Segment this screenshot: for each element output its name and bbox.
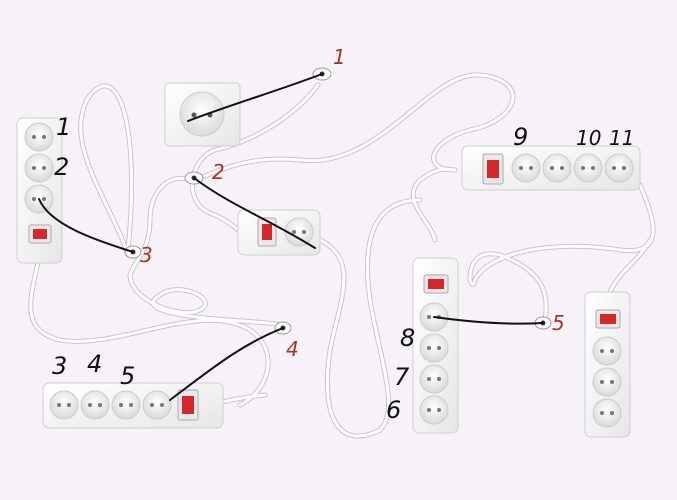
socket-icon <box>592 398 622 428</box>
socket-number-9: 9 <box>513 123 528 151</box>
socket-icon <box>419 395 449 425</box>
socket-icon <box>284 217 314 247</box>
plug-number-1: 1 <box>333 45 346 69</box>
socket-icon <box>80 390 110 420</box>
socket-icon <box>419 364 449 394</box>
line-plug4-to-switch <box>169 327 284 401</box>
strip-top-right <box>461 145 641 191</box>
socket-icon <box>592 336 622 366</box>
power-switch-icon <box>28 224 52 244</box>
drawn-connection-lines <box>38 73 544 401</box>
socket-number-4: 4 <box>87 350 102 378</box>
power-switch-icon <box>423 274 449 294</box>
line-socket3-to-plug3 <box>38 198 134 253</box>
socket-icon <box>419 333 449 363</box>
strip-right-vertical <box>584 291 631 438</box>
socket-icon <box>542 153 572 183</box>
socket-number-1: 1 <box>56 113 71 141</box>
power-switch-icon <box>257 217 277 247</box>
socket-number-3: 3 <box>52 352 67 380</box>
wall-outlet-icon <box>164 82 241 147</box>
strip-center-vertical <box>412 257 459 434</box>
strip-small-center <box>237 209 321 256</box>
socket-number-11: 11 <box>609 126 634 150</box>
socket-number-10: 10 <box>576 126 601 150</box>
cables <box>28 72 656 439</box>
socket-number-5: 5 <box>120 362 135 390</box>
plug-number-2: 2 <box>212 160 225 184</box>
plug-number-labels: 1 2 3 4 5 <box>140 45 565 361</box>
plug-number-4: 4 <box>286 337 299 361</box>
socket-icon <box>142 390 172 420</box>
socket-icon <box>24 153 54 183</box>
power-switch-icon <box>595 309 621 329</box>
socket-icon <box>604 153 634 183</box>
strip-left-vertical <box>16 117 63 264</box>
socket-number-labels: 1 2 3 4 5 6 7 8 9 10 11 <box>52 113 634 424</box>
power-switch-icon <box>482 153 504 185</box>
line-socket8-to-plug5 <box>433 316 544 325</box>
socket-number-6: 6 <box>386 396 401 424</box>
line-outlet-to-plug1 <box>187 73 323 122</box>
socket-icon <box>573 153 603 183</box>
socket-number-8: 8 <box>400 324 415 352</box>
power-switch-icon <box>177 389 199 421</box>
line-plug2-to-strip-small <box>193 177 316 249</box>
socket-icon <box>111 390 141 420</box>
plug-number-3: 3 <box>140 243 153 267</box>
socket-icon <box>511 153 541 183</box>
plug-number-5: 5 <box>552 311 565 335</box>
socket-number-2: 2 <box>54 153 69 181</box>
socket-icon <box>592 367 622 397</box>
socket-icon <box>49 390 79 420</box>
socket-icon <box>24 122 54 152</box>
socket-number-7: 7 <box>394 363 410 391</box>
